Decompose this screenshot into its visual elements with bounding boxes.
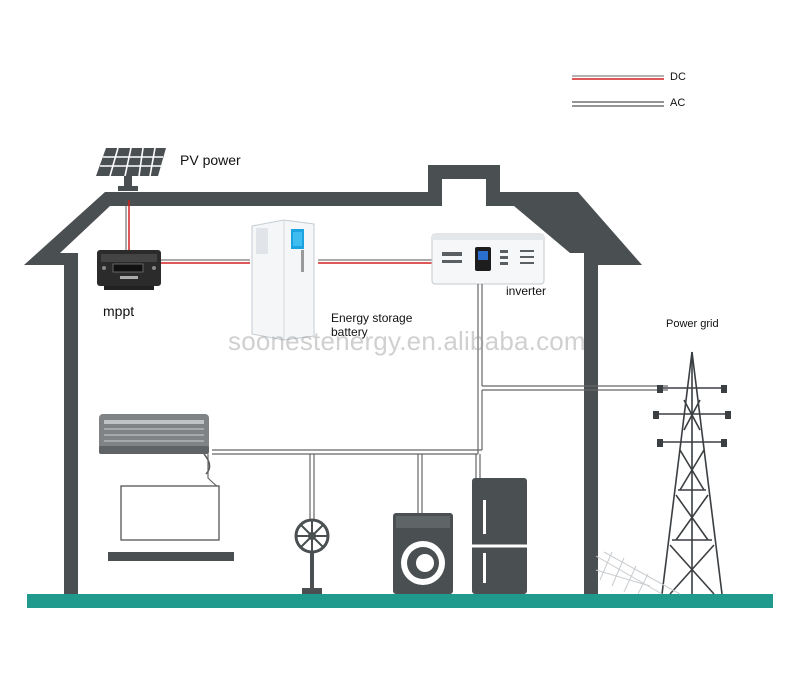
watermark-text: soonestenergy.en.alibaba.com [228, 326, 586, 356]
ground [27, 594, 773, 608]
ac-wiring [212, 284, 668, 520]
power-grid-label: Power grid [666, 318, 719, 330]
house-outline [24, 165, 642, 594]
washing-machine-icon [393, 513, 453, 594]
air-conditioner-icon [99, 414, 211, 475]
legend-dc-line [572, 75, 664, 80]
power-tower-icon [656, 351, 728, 595]
inverter-label: inverter [506, 284, 547, 298]
solar-panel-icon [96, 147, 166, 191]
tower-insulators [653, 385, 731, 447]
fan-icon [294, 518, 330, 594]
battery-label: Energy storage battery [331, 311, 413, 339]
pv-power-label: PV power [180, 152, 241, 168]
refrigerator-icon [472, 478, 527, 594]
mppt-controller-icon [97, 250, 161, 290]
legend-ac-label: AC [670, 97, 686, 109]
inverter-icon [431, 233, 545, 285]
mppt-label: mppt [103, 303, 135, 319]
legend-dc-label: DC [670, 71, 686, 83]
legend-ac-line [572, 101, 664, 107]
tower-shadow [595, 551, 681, 595]
battery-icon [251, 219, 315, 341]
television-icon [108, 454, 234, 561]
dc-wiring [125, 200, 432, 264]
